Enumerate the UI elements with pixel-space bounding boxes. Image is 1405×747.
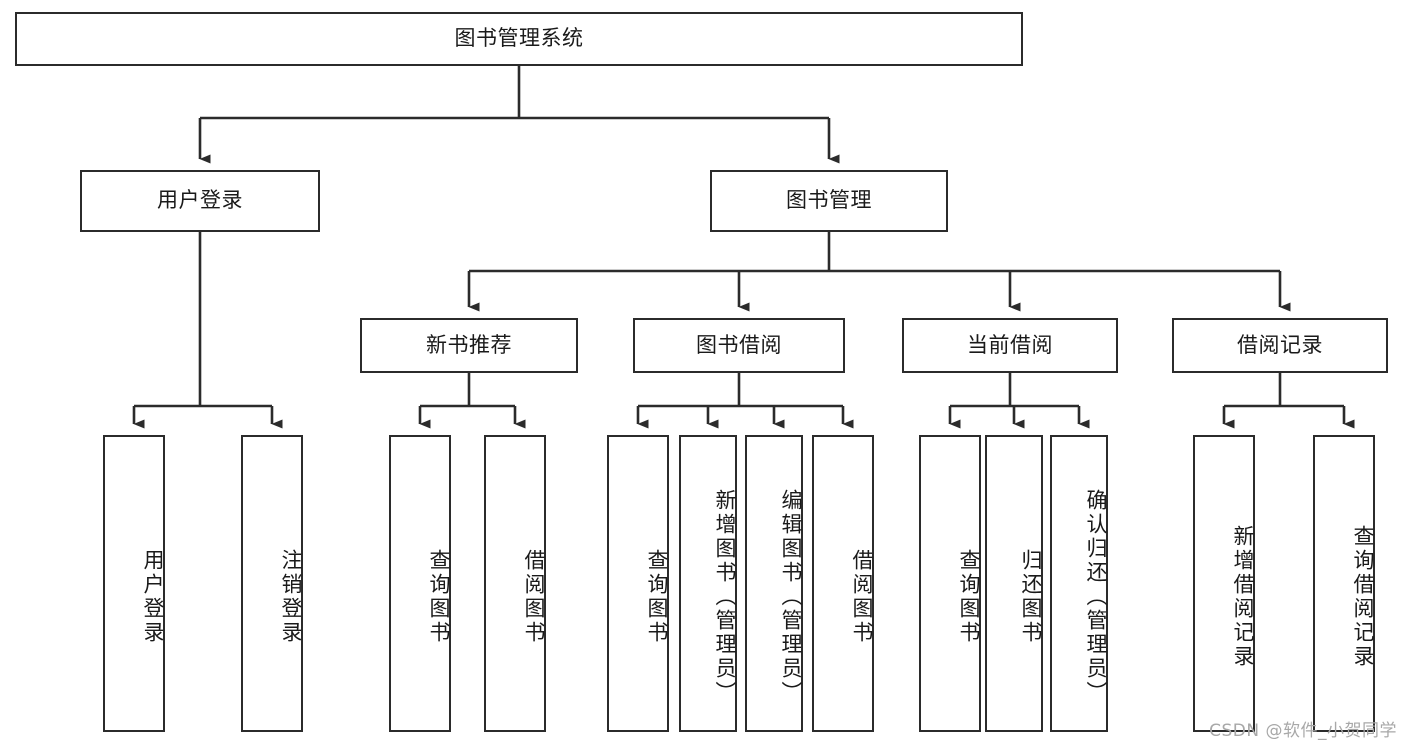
- node-new-book-recommend-label: 新书推荐: [426, 332, 512, 357]
- leaf-query-book-current[interactable]: 查询图书: [919, 435, 981, 732]
- leaf-query-borrow-record[interactable]: 查询借阅记录: [1313, 435, 1375, 732]
- node-book-borrow[interactable]: 图书借阅: [633, 318, 845, 373]
- leaf-edit-book-admin-label: 编辑图书（管理员）: [779, 488, 803, 705]
- leaf-query-book-recommend[interactable]: 查询图书: [389, 435, 451, 732]
- leaf-query-borrow-record-label: 查询借阅记录: [1351, 524, 1375, 669]
- leaf-logout[interactable]: 注销登录: [241, 435, 303, 732]
- node-user-login-label: 用户登录: [157, 188, 243, 213]
- leaf-borrow-book[interactable]: 借阅图书: [812, 435, 874, 732]
- node-book-management[interactable]: 图书管理: [710, 170, 948, 232]
- leaf-add-book-admin[interactable]: 新增图书（管理员）: [679, 435, 737, 732]
- node-current-borrow[interactable]: 当前借阅: [902, 318, 1118, 373]
- leaf-logout-label: 注销登录: [279, 548, 303, 645]
- leaf-user-login[interactable]: 用户登录: [103, 435, 165, 732]
- node-user-login[interactable]: 用户登录: [80, 170, 320, 232]
- leaf-add-borrow-record[interactable]: 新增借阅记录: [1193, 435, 1255, 732]
- node-borrow-record-label: 借阅记录: [1237, 332, 1323, 357]
- leaf-query-book-borrow[interactable]: 查询图书: [607, 435, 669, 732]
- leaf-add-borrow-record-label: 新增借阅记录: [1231, 524, 1255, 669]
- node-root-label: 图书管理系统: [454, 26, 584, 51]
- leaf-confirm-return-admin-label: 确认归还（管理员）: [1084, 488, 1108, 705]
- node-book-borrow-label: 图书借阅: [696, 332, 782, 357]
- leaf-return-book[interactable]: 归还图书: [985, 435, 1043, 732]
- leaf-return-book-label: 归还图书: [1019, 548, 1043, 645]
- node-current-borrow-label: 当前借阅: [967, 332, 1053, 357]
- leaf-query-book-recommend-label: 查询图书: [427, 548, 451, 645]
- leaf-borrow-book-recommend[interactable]: 借阅图书: [484, 435, 546, 732]
- node-book-management-label: 图书管理: [786, 188, 872, 213]
- csdn-watermark: CSDN @软件_小贺同学: [1209, 721, 1397, 741]
- leaf-borrow-book-recommend-label: 借阅图书: [522, 548, 546, 645]
- leaf-edit-book-admin[interactable]: 编辑图书（管理员）: [745, 435, 803, 732]
- leaf-add-book-admin-label: 新增图书（管理员）: [713, 488, 737, 705]
- node-borrow-record[interactable]: 借阅记录: [1172, 318, 1388, 373]
- leaf-borrow-book-label: 借阅图书: [850, 548, 874, 645]
- leaf-query-book-borrow-label: 查询图书: [645, 548, 669, 645]
- leaf-query-book-current-label: 查询图书: [957, 548, 981, 645]
- leaf-confirm-return-admin[interactable]: 确认归还（管理员）: [1050, 435, 1108, 732]
- leaf-user-login-label: 用户登录: [141, 548, 165, 645]
- node-new-book-recommend[interactable]: 新书推荐: [360, 318, 578, 373]
- node-root[interactable]: 图书管理系统: [15, 12, 1023, 66]
